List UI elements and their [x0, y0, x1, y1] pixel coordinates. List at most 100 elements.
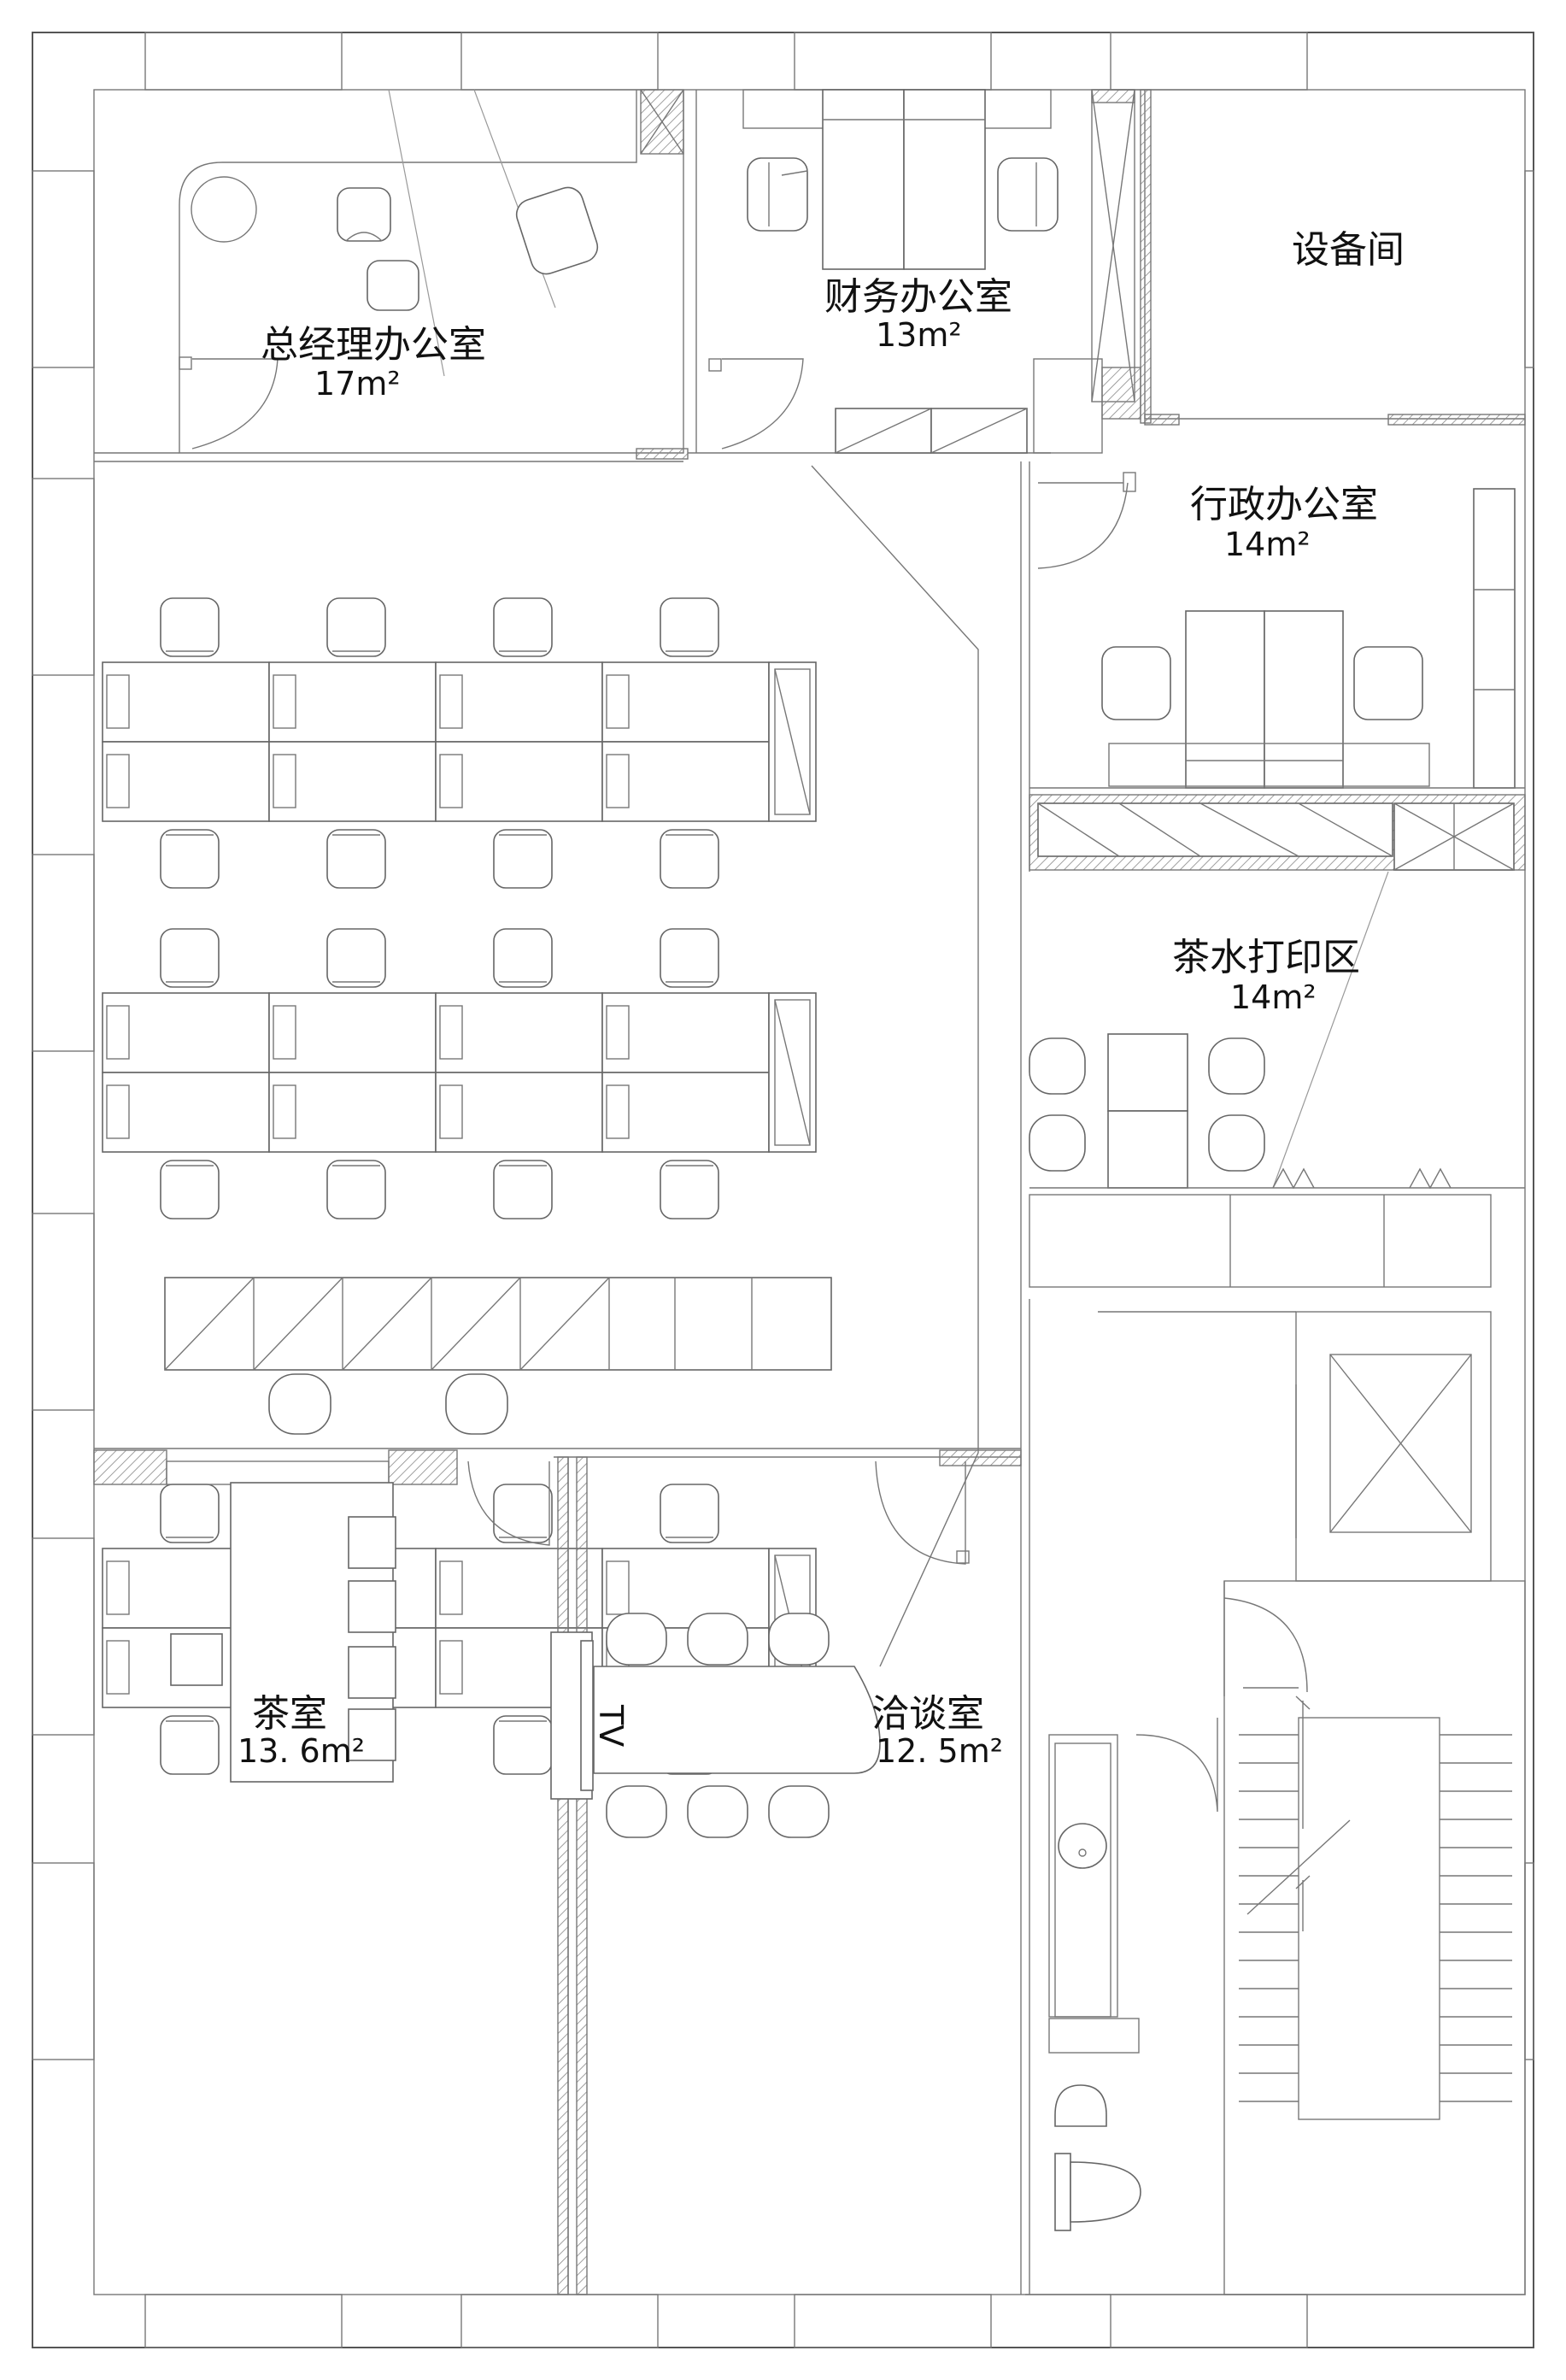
chair-icon: [660, 1484, 719, 1543]
elevator-icon: [1098, 1311, 1492, 1582]
chair-icon: [367, 260, 419, 311]
desk-icon: [601, 741, 770, 822]
staircase-icon: [1223, 1580, 1526, 2295]
finance-office-name: 财务办公室: [824, 275, 1012, 319]
chair-icon: [515, 186, 599, 275]
meeting-table: [593, 1666, 881, 1774]
door-swing-icon: [1135, 1718, 1218, 1813]
door-swing-icon: [721, 358, 804, 450]
chair-icon: [268, 1373, 331, 1435]
gm-office-area: 17m²: [314, 365, 401, 403]
desk-icon: [268, 741, 437, 822]
desk-icon: [601, 661, 770, 743]
chair-icon: [337, 187, 391, 242]
chair-icon: [445, 1373, 508, 1435]
chair-icon: [326, 597, 386, 657]
admin-office-name: 行政办公室: [1190, 483, 1378, 526]
finance-office-area: 13m²: [876, 316, 962, 354]
chair-icon: [1101, 646, 1171, 720]
building-shell: [32, 32, 1534, 2348]
desk-icon: [822, 89, 986, 270]
chair-icon: [493, 829, 553, 889]
cabinet-icon: [768, 661, 817, 822]
chair-icon: [660, 597, 719, 657]
chair-icon: [493, 1484, 553, 1543]
desk-icon: [268, 661, 437, 743]
plant-icon: [191, 176, 257, 243]
desk-icon: [435, 992, 603, 1073]
partition-wall: [1029, 794, 1526, 871]
meeting-room-name: 洽谈室: [871, 1692, 984, 1736]
chair-icon: [160, 1160, 220, 1219]
chair-icon: [687, 1613, 748, 1666]
chair-icon: [1208, 1037, 1265, 1095]
finance-office: [688, 89, 1141, 454]
chair-icon: [660, 1160, 719, 1219]
chair-icon: [493, 928, 553, 988]
desk-cluster: [102, 992, 817, 1153]
cabinet-icon: [835, 408, 1028, 454]
cabinet-icon: [1473, 488, 1516, 789]
chair-icon: [160, 1715, 220, 1775]
restroom: [1025, 1718, 1218, 2295]
desk-icon: [435, 1072, 603, 1153]
chair-icon: [606, 1613, 667, 1666]
desk-icon: [268, 992, 437, 1073]
desk-icon: [435, 741, 603, 822]
cabinet-icon: [164, 1277, 832, 1371]
toilet-icon: [1054, 2153, 1141, 2231]
door-swing-icon: [1037, 482, 1129, 569]
chair-icon: [768, 1785, 830, 1838]
chair-icon: [160, 1484, 220, 1543]
desk-icon: [601, 1072, 770, 1153]
tv-label: TV: [592, 1704, 630, 1747]
desk-icon: [435, 661, 603, 743]
door-swing-icon: [191, 358, 279, 450]
gm-office: [94, 89, 689, 462]
door-swing-icon: [1223, 1597, 1308, 1693]
admin-office: [1020, 461, 1525, 872]
urinal-icon: [1054, 2084, 1107, 2127]
admin-office-area: 14m²: [1224, 526, 1311, 563]
desk-icon: [601, 992, 770, 1073]
chair-icon: [493, 1715, 553, 1775]
chair-icon: [326, 829, 386, 889]
desk-icon: [1107, 1033, 1188, 1189]
chair-icon: [1353, 646, 1423, 720]
equipment-room: [1140, 89, 1526, 426]
chair-icon: [160, 597, 220, 657]
chair-icon: [160, 928, 220, 988]
chair-icon: [1029, 1114, 1086, 1172]
chair-icon: [326, 928, 386, 988]
chair-icon: [1029, 1037, 1086, 1095]
desk-icon: [102, 992, 270, 1073]
room-labels: 总经理办公室 17m² 财务办公室 13m² 设备间 行政办公室 14m² 茶水…: [238, 228, 1405, 1770]
chair-icon: [687, 1785, 748, 1838]
tea-room: [170, 1456, 569, 2295]
tea-room-area: 13. 6m²: [238, 1732, 365, 1770]
chair-icon: [997, 157, 1059, 232]
chair-icon: [493, 1160, 553, 1219]
desk-icon: [102, 741, 270, 822]
bottom-walls: [93, 1448, 1022, 1485]
chair-icon: [768, 1613, 830, 1666]
desk-cluster: [102, 661, 817, 822]
tea-print-area: [1029, 871, 1525, 1288]
desk-icon: [268, 1072, 437, 1153]
desk-icon: [102, 661, 270, 743]
tea-print-area-area: 14m²: [1230, 978, 1317, 1016]
door-swing-icon: [467, 1460, 550, 1546]
sink-icon: [1058, 1823, 1107, 1869]
chair-icon: [1208, 1114, 1265, 1172]
desk-icon: [1185, 610, 1344, 789]
tea-print-area-name: 茶水打印区: [1172, 936, 1360, 979]
chair-icon: [660, 829, 719, 889]
door-frame: [179, 356, 192, 370]
meeting-room-area: 12. 5m²: [876, 1732, 1003, 1770]
cabinet-icon: [768, 992, 817, 1153]
chair-icon: [660, 928, 719, 988]
chair-icon: [326, 1160, 386, 1219]
chair-icon: [160, 829, 220, 889]
chair-icon: [606, 1785, 667, 1838]
